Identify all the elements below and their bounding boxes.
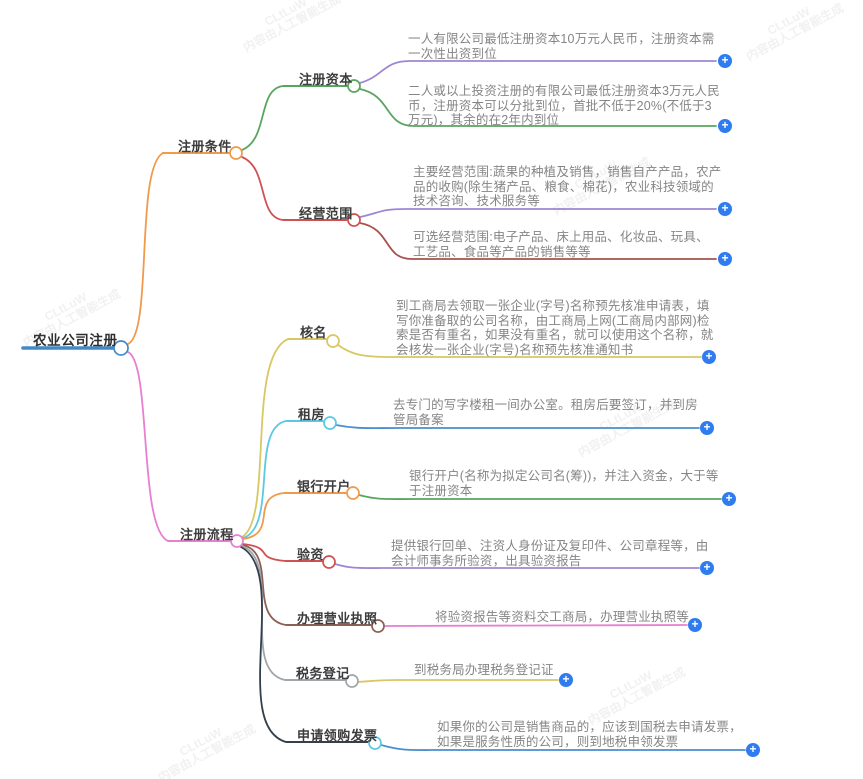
- edge-process-rent: [242, 420, 324, 539]
- handle-namecheck[interactable]: [326, 334, 340, 348]
- handle-capital[interactable]: [347, 79, 361, 93]
- node-rent[interactable]: 租房: [298, 407, 325, 422]
- expand-button-bank[interactable]: +: [722, 492, 736, 506]
- expand-button-invoice[interactable]: +: [746, 743, 760, 757]
- leaf-invoice[interactable]: 如果你的公司是销售商品的，应该到国税去申请发票，如果是服务性质的公司，则到地税申…: [437, 720, 742, 749]
- expand-button-scope-main[interactable]: +: [718, 202, 732, 216]
- node-license[interactable]: 办理营业执照: [297, 611, 378, 626]
- edge-conditions-capital: [241, 85, 348, 151]
- handle-bank[interactable]: [346, 486, 360, 500]
- expand-button-verify[interactable]: +: [700, 561, 714, 575]
- edge-process-namecheck: [241, 338, 327, 538]
- leaf-capital-one-person[interactable]: 一人有限公司最低注册资本10万元人民币，注册资本需一次性出资到位: [408, 32, 715, 61]
- node-bank[interactable]: 银行开户: [297, 479, 351, 494]
- expand-button-capital-1[interactable]: +: [718, 54, 732, 68]
- edge-capital-leaf2: [359, 88, 717, 127]
- expand-button-license[interactable]: +: [688, 618, 702, 632]
- edge-bank-leaf: [358, 494, 722, 500]
- edge-license-leaf: [383, 624, 688, 627]
- handle-invoice[interactable]: [368, 736, 382, 750]
- edge-capital-leaf1: [359, 60, 717, 84]
- leaf-verify[interactable]: 提供银行回单、注资人身份证及复印件、公司章程等，由会计师事务所验资，出具验资报告: [391, 539, 709, 568]
- handle-tax[interactable]: [345, 674, 359, 688]
- handle-process[interactable]: [230, 534, 244, 548]
- handle-verify[interactable]: [322, 555, 336, 569]
- edge-scope-leaf2: [359, 222, 717, 260]
- leaf-bank[interactable]: 银行开户(名称为拟定公司名(筹))，并注入资金，大于等于注册资本: [409, 469, 719, 498]
- expand-button-capital-2[interactable]: +: [718, 119, 732, 133]
- expand-button-scope-option[interactable]: +: [718, 252, 732, 266]
- leaf-name-check[interactable]: 到工商局去领取一张企业(字号)名称预先核准申请表，填写你准备取的公司名称，由工商…: [396, 299, 714, 357]
- edge-root-process: [127, 351, 231, 542]
- leaf-capital-two-person[interactable]: 二人或以上投资注册的有限公司最低注册资本3万元人民币，注册资本可以分批到位，首批…: [408, 84, 720, 128]
- node-process[interactable]: 注册流程: [180, 527, 234, 542]
- expand-button-tax[interactable]: +: [559, 673, 573, 687]
- edge-process-bank: [242, 492, 347, 540]
- edge-invoice-leaf: [380, 744, 746, 751]
- handle-root[interactable]: [113, 340, 129, 356]
- leaf-scope-optional[interactable]: 可选经营范围:电子产品、床上用品、化妆品、玩具、工艺品、食品等产品的销售等等: [413, 230, 709, 259]
- edge-process-invoice: [240, 546, 369, 743]
- node-verify[interactable]: 验资: [297, 547, 324, 562]
- leaf-tax[interactable]: 到税务局办理税务登记证: [414, 663, 554, 677]
- handle-rent[interactable]: [323, 416, 337, 430]
- edge-conditions-scope: [241, 156, 348, 221]
- leaf-rent[interactable]: 去专门的写字楼租一间办公室。租房后要签订，并到房管局备案: [393, 398, 698, 427]
- node-conditions[interactable]: 注册条件: [178, 139, 232, 154]
- edge-tax-leaf: [357, 679, 559, 683]
- edge-verify-leaf: [334, 563, 700, 569]
- node-tax[interactable]: 税务登记: [296, 666, 350, 681]
- edge-process-license: [242, 544, 372, 626]
- handle-scope[interactable]: [347, 213, 361, 227]
- handle-license[interactable]: [371, 619, 385, 633]
- leaf-license[interactable]: 将验资报告等资料交工商局，办理营业执照等: [435, 610, 690, 624]
- node-scope[interactable]: 经营范围: [299, 206, 353, 221]
- leaf-scope-main[interactable]: 主要经营范围:蔬果的种植及销售，销售自产产品，农产品的收购(除生猪产品、粮食、棉…: [413, 165, 722, 209]
- edge-rent-leaf: [335, 424, 700, 430]
- node-root[interactable]: 农业公司注册: [33, 333, 118, 348]
- expand-button-rent[interactable]: +: [700, 421, 714, 435]
- node-capital[interactable]: 注册资本: [299, 72, 353, 87]
- edge-scope-leaf1: [359, 208, 717, 218]
- node-name-check[interactable]: 核名: [300, 325, 327, 340]
- handle-conditions[interactable]: [229, 146, 243, 160]
- node-invoice[interactable]: 申请领购发票: [297, 728, 378, 743]
- edge-namecheck-leaf: [337, 344, 702, 358]
- edge-process-verify: [242, 543, 323, 562]
- expand-button-name-check[interactable]: +: [702, 350, 716, 364]
- edge-root-conditions: [127, 152, 230, 345]
